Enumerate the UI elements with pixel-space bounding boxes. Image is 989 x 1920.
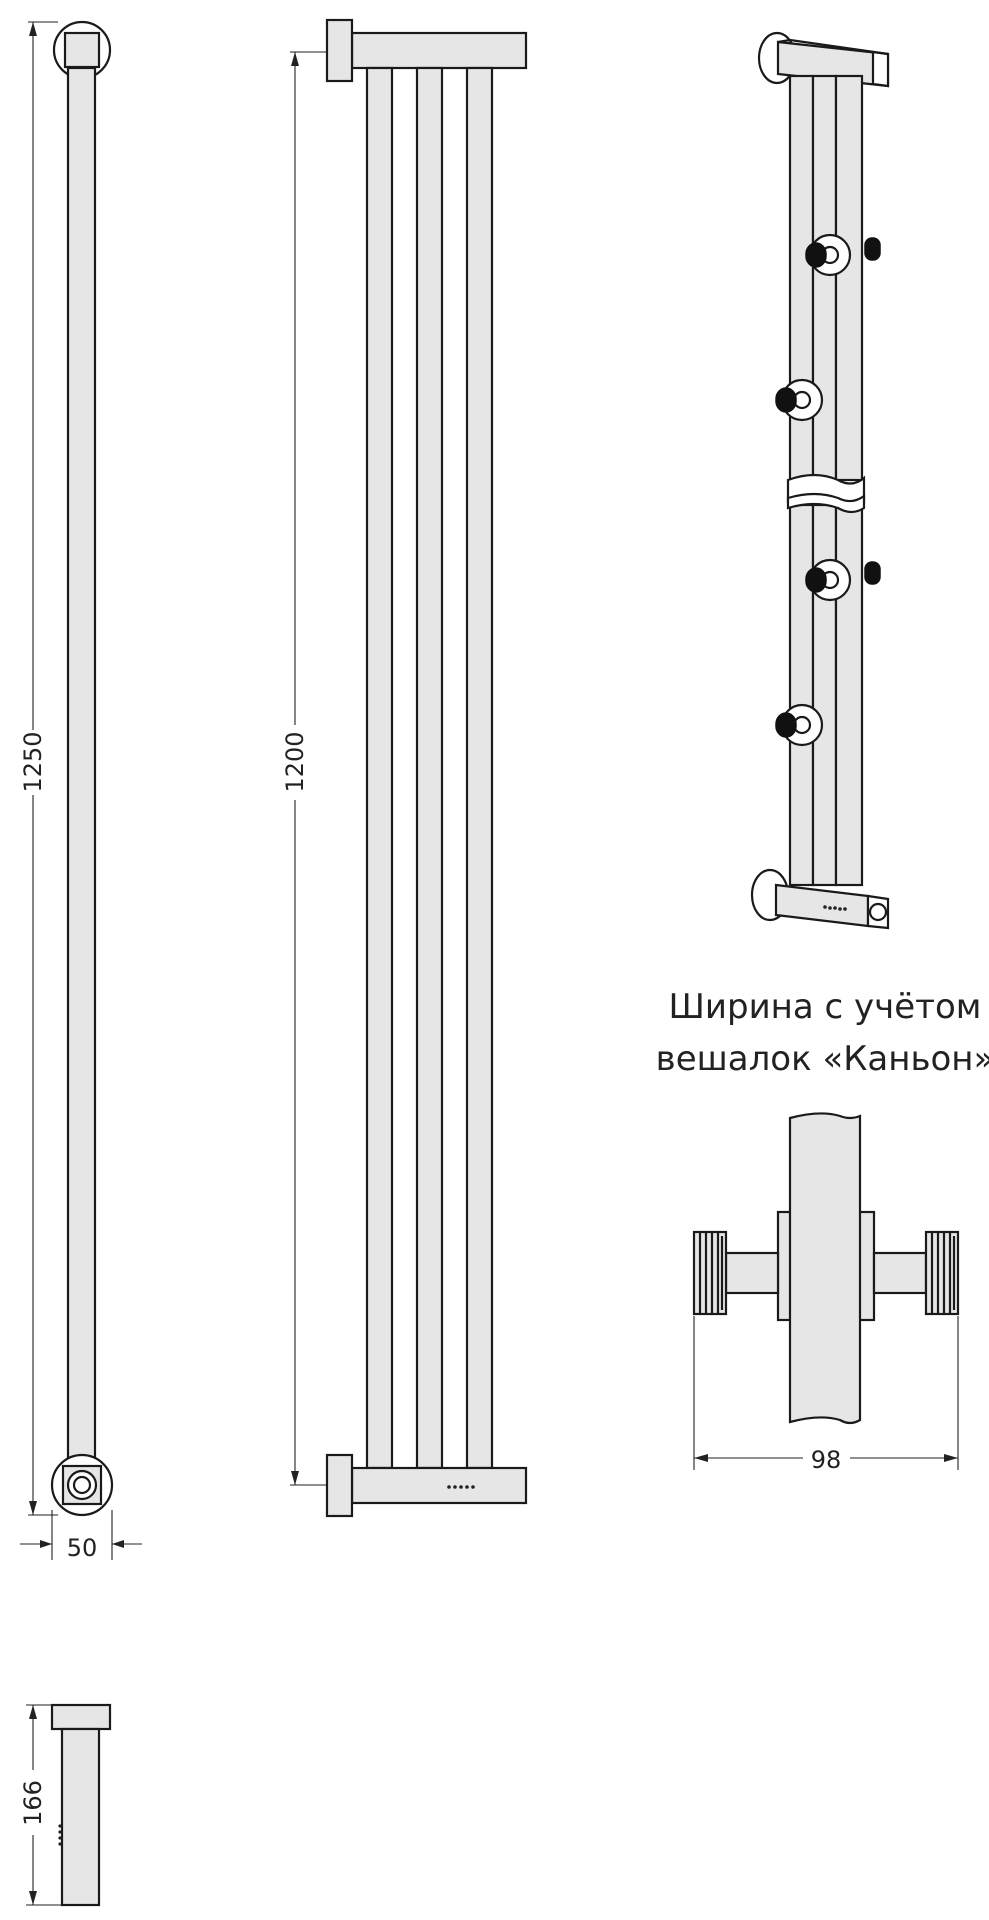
hook-detail-view — [692, 1112, 960, 1425]
bottom-valve-core — [72, 1475, 92, 1495]
pipe-3 — [465, 66, 494, 1470]
hook-1 — [805, 233, 881, 277]
detail-left-knob — [692, 1230, 728, 1316]
perspective-pipe-2 — [811, 74, 838, 482]
hook-width-caption: Ширина с учётом вешалок «Каньон» — [656, 987, 989, 1079]
front-view — [50, 20, 114, 1517]
detail-pipe — [788, 1112, 862, 1425]
bottom-collector — [350, 1466, 528, 1505]
detail-right-knob — [924, 1230, 960, 1316]
hook-4 — [775, 703, 824, 747]
caption-line-1: Ширина с учётом — [669, 987, 982, 1027]
dimension-1250-label: 1250 — [19, 731, 47, 792]
perspective-bottom-valve — [868, 902, 888, 922]
perspective-pipe-1-lower — [788, 503, 815, 887]
dimension-50-label: 50 — [67, 1534, 98, 1562]
top-mount-block — [63, 31, 101, 69]
detail-left-stem — [724, 1251, 780, 1295]
side-view — [325, 18, 528, 1518]
depth-indicator-dots — [58, 1824, 62, 1846]
perspective-bottom-collector — [774, 883, 870, 928]
front-pipe — [66, 66, 97, 1470]
top-wall-bracket — [325, 18, 354, 83]
perspective-pipe-3 — [834, 74, 864, 482]
dimension-1250: 1250 — [19, 21, 58, 1516]
bottom-wall-bracket — [325, 1453, 354, 1518]
perspective-indicator-dots — [823, 905, 847, 911]
dimension-1200: 1200 — [281, 51, 327, 1486]
dimension-166-label: 166 — [19, 1780, 47, 1826]
hook-3 — [805, 558, 881, 602]
perspective-view — [750, 31, 890, 930]
depth-view — [50, 1703, 112, 1907]
depth-body — [60, 1727, 101, 1907]
dimension-50: 50 — [20, 1510, 142, 1562]
caption-line-2: вешалок «Каньон» — [656, 1039, 989, 1079]
detail-right-stem — [872, 1251, 928, 1295]
dimension-98: 98 — [693, 1316, 959, 1474]
dimension-166: 166 — [19, 1704, 62, 1906]
top-collector — [350, 31, 528, 70]
dimension-98-label: 98 — [811, 1446, 842, 1474]
pipe-1 — [365, 66, 394, 1470]
hook-2 — [775, 378, 824, 422]
depth-cap — [50, 1703, 112, 1731]
indicator-dots — [447, 1485, 475, 1489]
pipe-2 — [415, 66, 444, 1470]
dimension-1200-label: 1200 — [281, 731, 309, 792]
